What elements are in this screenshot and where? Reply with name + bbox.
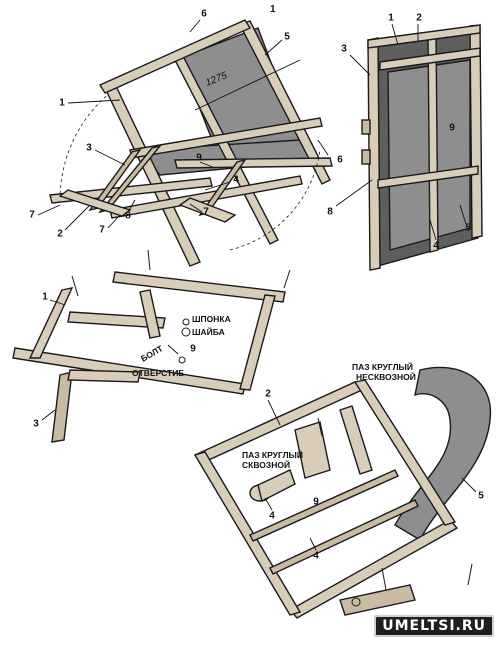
leg-a xyxy=(88,148,142,212)
callout-br-2: 2 xyxy=(265,389,271,400)
screw-5 xyxy=(467,563,473,586)
callout-tl-7a: 7 xyxy=(29,210,35,221)
assembled-chair: 1 2 7 5 xyxy=(49,19,333,267)
seat-assembly xyxy=(193,366,492,619)
screw-6 xyxy=(317,417,323,437)
label-otverstie: ОТВЕРСТИЕ xyxy=(132,368,184,378)
label-shponka: ШПОНКА xyxy=(192,314,231,324)
clamp-detail xyxy=(339,584,416,616)
seat-left-side xyxy=(28,287,74,359)
assembly-rail-bottom xyxy=(288,519,459,619)
callout-tr-3: 3 xyxy=(341,44,347,55)
callout-tr-2: 2 xyxy=(416,13,422,24)
seat-leg xyxy=(51,371,73,443)
label-shayba: ШАЙБА xyxy=(192,326,225,337)
seat-rail-back xyxy=(109,175,303,219)
callout-tr-8: 8 xyxy=(327,207,333,218)
callout-tl-5: 5 xyxy=(284,32,290,43)
loose-block-1 xyxy=(339,405,373,475)
seat-top-rail xyxy=(112,271,286,303)
figure-number: 1 xyxy=(270,4,276,15)
brand-watermark: UMELTSI.RU xyxy=(374,615,494,637)
label-paz-skvoznoi-1: ПАЗ КРУГЛЫЙ xyxy=(242,449,303,460)
callout-tl-3: 3 xyxy=(86,143,92,154)
callout-tl-9: 9 xyxy=(196,153,202,164)
loose-block-2 xyxy=(294,421,331,479)
assembly-rod-1 xyxy=(249,469,399,542)
assembly-rod-2 xyxy=(269,499,419,575)
label-paz-neskvoznoi-1: ПАЗ КРУГЛЫЙ xyxy=(352,361,413,372)
seat-leg-brace xyxy=(67,369,141,383)
screw-2 xyxy=(283,269,291,289)
screw-1 xyxy=(71,275,79,297)
callout-tr-5: 5 xyxy=(465,223,471,234)
label-bolt: БОЛТ xyxy=(139,343,165,364)
brace-left xyxy=(58,189,132,217)
seat-rail-rear xyxy=(174,157,333,169)
brace-right xyxy=(178,197,237,223)
callouts-top-right: 1 2 3 4 5 8 9 xyxy=(327,13,471,252)
assembly-rail-right xyxy=(353,379,457,526)
seat-frame xyxy=(12,249,291,443)
seat-right-side xyxy=(239,294,276,391)
clamp-hole-icon xyxy=(351,597,361,607)
shponka-icon xyxy=(182,318,190,326)
panel-top-rail-2 xyxy=(379,47,481,71)
callout-tl-6b: 6 xyxy=(337,155,343,166)
dimension-line xyxy=(194,59,301,111)
callout-tl-7b: 7 xyxy=(99,225,105,236)
label-paz-neskvoznoi-2: НЕСКВОЗНОЙ xyxy=(356,371,416,382)
screw-3 xyxy=(147,249,151,271)
callout-br-4a: 4 xyxy=(269,511,275,522)
callout-tl-7c: 7 xyxy=(203,207,209,218)
dowel xyxy=(257,469,296,503)
top-rail xyxy=(98,19,252,94)
callout-ml-9: 9 xyxy=(190,344,196,355)
callout-tr-1: 1 xyxy=(388,13,394,24)
panel-low-rail xyxy=(377,165,479,189)
callout-tl-8: 8 xyxy=(125,211,131,222)
panel-hinge-1 xyxy=(361,119,371,135)
screw-4 xyxy=(381,567,387,591)
seat-cross-rail xyxy=(139,289,161,339)
callouts-bottom-right: 2 4 4 5 9 ПАЗ КРУГЛЫЙ НЕСКВОЗНОЙ ПАЗ КРУ… xyxy=(242,361,484,562)
callout-ml-1: 1 xyxy=(42,292,48,303)
callout-tr-9: 9 xyxy=(449,123,455,134)
callouts-top-left: 1 2 3 4 5 6 6 7 7 7 8 9 xyxy=(29,9,343,240)
callout-tl-1: 1 xyxy=(59,98,65,109)
panel-top-rail xyxy=(367,24,481,49)
callout-tl-2: 2 xyxy=(57,229,63,240)
label-paz-skvoznoi-2: СКВОЗНОЙ xyxy=(242,459,290,470)
seat-mid-rail xyxy=(67,311,166,329)
callout-tl-6a: 6 xyxy=(201,9,207,20)
panel-post-mid xyxy=(427,32,439,253)
callout-tl-4: 4 xyxy=(233,175,239,186)
callout-br-9: 9 xyxy=(313,497,319,508)
panel-hinge-2 xyxy=(361,149,371,165)
brand-text: UMELTSI.RU xyxy=(382,618,486,634)
back-panel xyxy=(361,24,483,271)
callout-br-4b: 4 xyxy=(313,551,319,562)
callout-ml-3: 3 xyxy=(33,419,39,430)
washer-icon xyxy=(181,327,191,337)
bolt-icon xyxy=(167,344,179,355)
callout-br-5: 5 xyxy=(478,491,484,502)
callout-tr-4: 4 xyxy=(433,241,439,252)
hole-icon xyxy=(178,356,186,364)
